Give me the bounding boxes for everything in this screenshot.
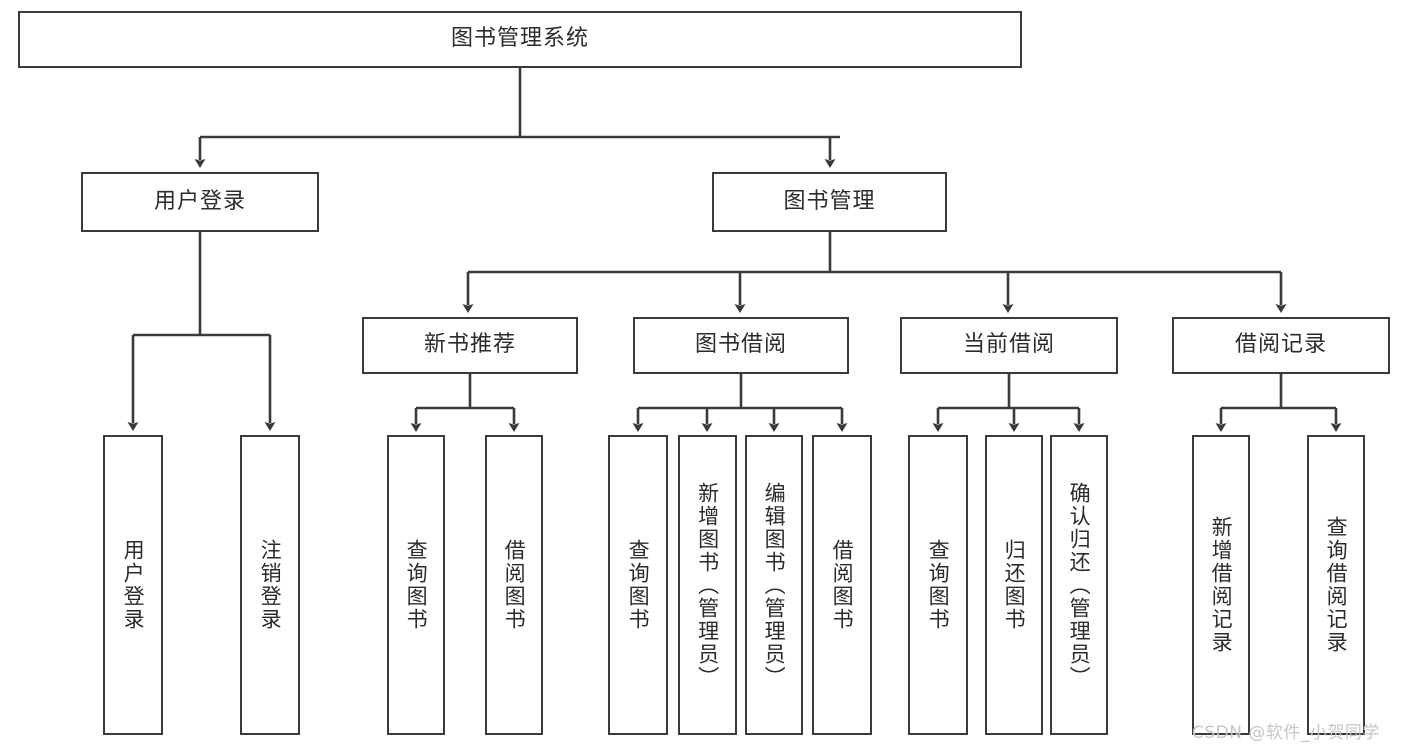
leaf-query-borrow-record-label: 查询借阅记录 — [1324, 516, 1349, 654]
leaf-add-borrow-record[interactable]: 新增借阅记录 — [1192, 435, 1250, 735]
leaf-borrow-book-rec-label: 借阅图书 — [502, 539, 527, 631]
csdn-watermark: CSDN @软件_小贺同学 — [1192, 723, 1380, 743]
leaf-query-book-rec-label: 查询图书 — [404, 539, 429, 631]
node-book-borrow[interactable]: 图书借阅 — [633, 317, 849, 374]
leaf-return-book-label: 归还图书 — [1002, 539, 1027, 631]
leaf-query-book-current-label: 查询图书 — [926, 539, 951, 631]
node-book-borrow-label: 图书借阅 — [694, 332, 787, 358]
leaf-add-borrow-record-label: 新增借阅记录 — [1209, 516, 1234, 654]
node-book-management-label: 图书管理 — [783, 188, 876, 214]
leaf-logout[interactable]: 注销登录 — [240, 435, 300, 735]
node-borrow-record-label: 借阅记录 — [1234, 332, 1327, 358]
leaf-return-book[interactable]: 归还图书 — [985, 435, 1043, 735]
node-current-borrow[interactable]: 当前借阅 — [900, 317, 1118, 374]
leaf-confirm-return-admin-label: 确认归还（管理员） — [1067, 481, 1092, 689]
node-book-management[interactable]: 图书管理 — [712, 172, 947, 232]
leaf-user-login-label: 用户登录 — [121, 539, 146, 631]
leaf-query-book-borrow[interactable]: 查询图书 — [608, 435, 668, 735]
leaf-query-borrow-record[interactable]: 查询借阅记录 — [1307, 435, 1365, 735]
leaf-borrow-book-borrow[interactable]: 借阅图书 — [812, 435, 872, 735]
leaf-query-book-borrow-label: 查询图书 — [626, 539, 651, 631]
leaf-user-login[interactable]: 用户登录 — [103, 435, 163, 735]
leaf-edit-book-admin[interactable]: 编辑图书（管理员） — [745, 435, 803, 735]
node-borrow-record[interactable]: 借阅记录 — [1172, 317, 1390, 374]
leaf-query-book-rec[interactable]: 查询图书 — [387, 435, 445, 735]
node-user-login[interactable]: 用户登录 — [81, 172, 319, 232]
node-root[interactable]: 图书管理系统 — [18, 11, 1022, 68]
leaf-confirm-return-admin[interactable]: 确认归还（管理员） — [1050, 435, 1108, 735]
leaf-add-book-admin[interactable]: 新增图书（管理员） — [678, 435, 737, 735]
node-root-label: 图书管理系统 — [450, 26, 589, 52]
leaf-borrow-book-borrow-label: 借阅图书 — [830, 539, 855, 631]
leaf-borrow-book-rec[interactable]: 借阅图书 — [485, 435, 543, 735]
node-user-login-label: 用户登录 — [153, 188, 246, 214]
node-current-borrow-label: 当前借阅 — [962, 332, 1055, 358]
leaf-query-book-current[interactable]: 查询图书 — [908, 435, 968, 735]
node-new-book-recommend[interactable]: 新书推荐 — [362, 317, 578, 374]
leaf-edit-book-admin-label: 编辑图书（管理员） — [762, 481, 787, 689]
leaf-logout-label: 注销登录 — [258, 539, 283, 631]
leaf-add-book-admin-label: 新增图书（管理员） — [695, 481, 720, 689]
node-new-book-recommend-label: 新书推荐 — [423, 332, 516, 358]
